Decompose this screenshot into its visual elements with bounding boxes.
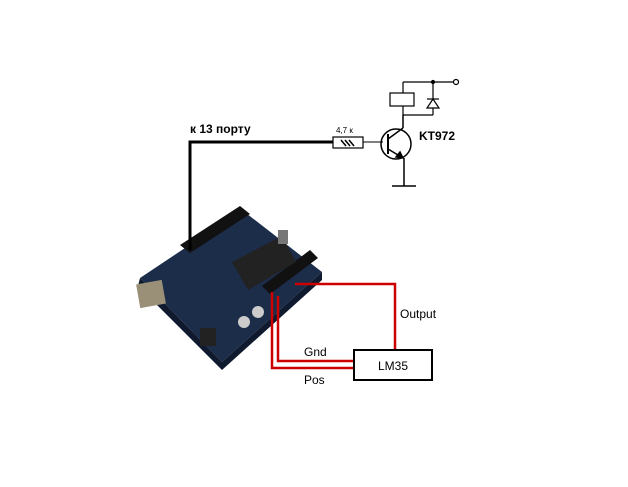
arduino-board: [136, 206, 322, 370]
relay-circuit: [389, 78, 460, 116]
output-wire: [295, 282, 397, 350]
gnd-label: Gnd: [304, 345, 327, 359]
pos-wire: [270, 292, 354, 370]
resistor: [332, 136, 383, 149]
gnd-wire: [276, 296, 354, 363]
port13-wire: [188, 140, 333, 250]
transistor-label: KT972: [419, 129, 455, 143]
lm35-label: LM35: [378, 359, 408, 373]
port-label: к 13 порту: [190, 122, 251, 136]
lm35-box: [353, 349, 433, 381]
pos-label: Pos: [304, 373, 325, 387]
transistor: [380, 115, 416, 187]
resistor-label: 4,7 к: [336, 126, 353, 135]
output-label: Output: [400, 307, 437, 321]
sensor-wires: [270, 282, 397, 370]
